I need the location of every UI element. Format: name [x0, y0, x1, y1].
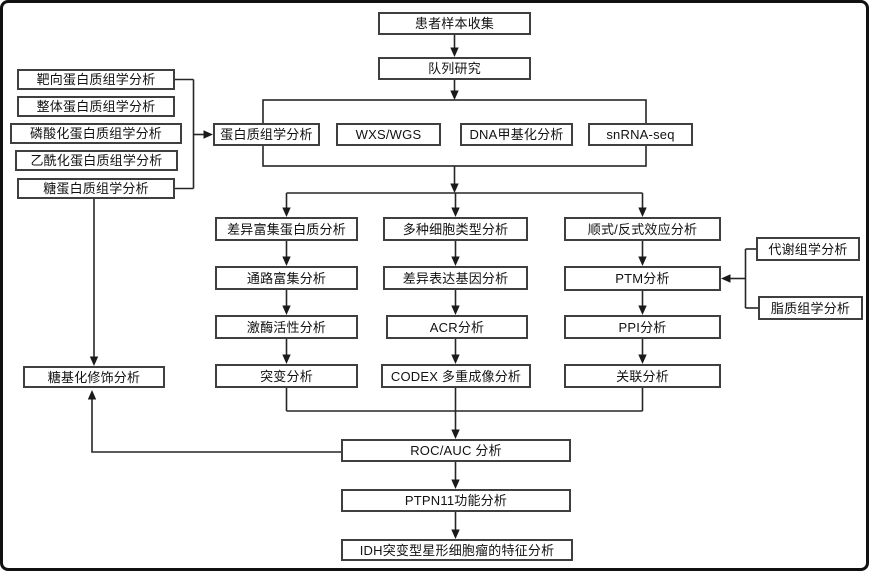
- node-patient-sample-collection: 患者样本收集: [378, 12, 531, 35]
- node-glycosylation-mod: 糖基化修饰分析: [23, 366, 165, 388]
- edge-roc-to-glyco-mod: [87, 390, 341, 453]
- node-dna-methylation: DNA甲基化分析: [460, 123, 573, 146]
- node-mutation-analysis: 突变分析: [215, 364, 358, 388]
- node-diff-expressed-genes: 差异表达基因分析: [383, 266, 528, 290]
- node-acetylproteomics: 乙酰化蛋白质组学分析: [15, 150, 178, 171]
- node-glycoproteomics: 糖蛋白质组学分析: [17, 178, 175, 199]
- node-diff-enriched-protein: 差异富集蛋白质分析: [215, 217, 358, 241]
- node-pathway-enrichment: 通路富集分析: [215, 266, 358, 290]
- node-correlation-analysis: 关联分析: [564, 364, 721, 388]
- node-proteomics-analysis: 蛋白质组学分析: [213, 123, 320, 146]
- node-cohort-study: 队列研究: [378, 57, 531, 80]
- node-ptm-analysis: PTM分析: [564, 266, 721, 291]
- node-codex-imaging: CODEX 多重成像分析: [381, 364, 531, 388]
- node-idh-mutant-astrocytoma: IDH突变型星形细胞瘤的特征分析: [341, 539, 573, 561]
- node-ptpn11-function: PTPN11功能分析: [341, 489, 571, 512]
- node-multi-cell-type: 多种细胞类型分析: [383, 217, 528, 241]
- node-ppi-analysis: PPI分析: [564, 315, 721, 339]
- node-acr-analysis: ACR分析: [386, 315, 528, 339]
- node-metabolomics: 代谢组学分析: [756, 237, 860, 261]
- node-kinase-activity: 激酶活性分析: [215, 315, 358, 339]
- node-wxs-wgs: WXS/WGS: [336, 123, 441, 146]
- node-cis-trans-effect: 顺式/反式效应分析: [564, 217, 721, 241]
- node-phosphoproteomics: 磷酸化蛋白质组学分析: [10, 123, 182, 144]
- node-global-proteomics: 整体蛋白质组学分析: [17, 96, 175, 117]
- node-snrna-seq: snRNA-seq: [588, 123, 693, 146]
- node-lipidomics: 脂质组学分析: [758, 296, 863, 320]
- node-roc-auc: ROC/AUC 分析: [341, 439, 571, 462]
- node-targeted-proteomics: 靶向蛋白质组学分析: [17, 69, 175, 90]
